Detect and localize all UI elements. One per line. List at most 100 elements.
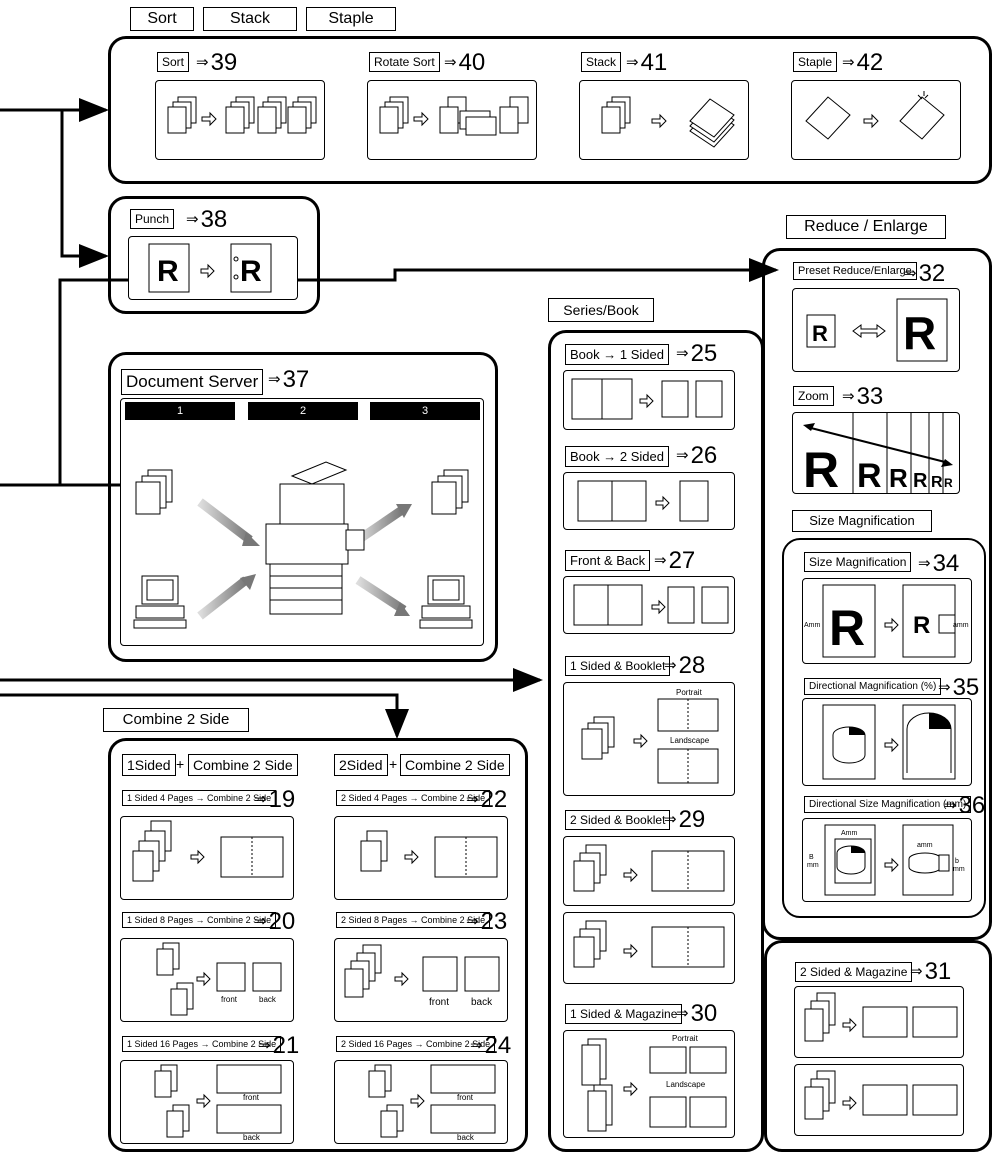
r-size-before: R [829, 600, 865, 656]
dir-size-mag-ref: ⇒36 [944, 792, 986, 819]
document-server-label: Document Server [121, 369, 264, 395]
combine-2-side-header-left: Combine 2 Side [188, 754, 298, 776]
1-sided-16-pages-illustration [154, 1064, 282, 1138]
amm-right: amm [953, 622, 969, 629]
1-sided-16-pages-panel: front back [120, 1060, 294, 1144]
size-mag-ref: ⇒34 [918, 550, 960, 577]
combine-2-side-header-right: Combine 2 Side [400, 754, 510, 776]
size-magnification-label: Size Magnification [804, 552, 912, 572]
1sided-header: 1Sided [122, 754, 176, 776]
document-server-group [108, 352, 498, 662]
r-zoom-3: R [889, 463, 908, 493]
2-sided-4-pages-panel [334, 816, 508, 900]
punch-label: Punch [130, 209, 175, 229]
book-1-sided-illustration [571, 378, 723, 420]
front-label-16: front [243, 1093, 260, 1102]
punch-panel: R R [128, 236, 298, 300]
2-sided-booklet-label: 2 Sided & Booklet [565, 810, 671, 830]
2-sided-magazine-illustration-b [804, 1070, 958, 1120]
rotate-sort-ref: ⇒40 [444, 49, 486, 76]
1-sided-booklet-label: 1 Sided & Booklet [565, 656, 671, 676]
dim-a: amm [917, 842, 933, 849]
sort-stack-staple-group [108, 36, 992, 184]
1-sided-magazine-label: 1 Sided & Magazine [565, 1004, 683, 1024]
back-label-8: back [259, 995, 276, 1004]
magazine-landscape-label: Landscape [666, 1080, 706, 1089]
ref-21: ⇒21 [258, 1032, 300, 1059]
2-sided-magazine-panel-a [794, 986, 964, 1058]
book-1-sided-label: Book → 1 Sided [565, 344, 669, 365]
preset-illustration: R R [806, 298, 948, 362]
2-sided-booklet-panel-b [563, 912, 735, 984]
tab-stack: Stack [203, 7, 297, 31]
dim-A: Amm [841, 830, 858, 837]
sort-ref: ⇒39 [196, 49, 238, 76]
2-sided-8-pages-panel: front back [334, 938, 508, 1022]
1-sided-16-pages-label: 1 Sided 16 Pages → Combine 2 Side [122, 1036, 282, 1052]
svg-text:mm: mm [807, 862, 819, 869]
staple-illustration [805, 91, 945, 140]
dir-mag-illustration [822, 704, 956, 780]
front-back-label: Front & Back [565, 550, 651, 571]
1-sided-magazine-panel: Portrait Landscape [563, 1030, 735, 1138]
plus-left: + [176, 756, 185, 772]
combine-2-side-group [108, 738, 528, 1152]
1-sided-8-pages-label: 1 Sided 8 Pages → Combine 2 Side [122, 912, 277, 928]
dir-mag-panel [802, 698, 972, 786]
staple-ref: ⇒42 [842, 49, 884, 76]
1-sided-4-pages-illustration [132, 820, 284, 882]
2-sided-magazine-label: 2 Sided & Magazine [795, 962, 913, 982]
book-2-sided-panel [563, 472, 735, 530]
dim-B: B [809, 854, 814, 861]
dir-mag-ref: ⇒35 [938, 674, 980, 701]
dir-size-mag-illustration: Amm B mm amm b mm [807, 824, 965, 896]
zoom-illustration: R R R R R R [803, 413, 953, 498]
2-sided-booklet-panel-a [563, 836, 735, 906]
size-mag-panel: Amm R R amm [802, 578, 972, 664]
r-zoom-1: R [803, 442, 839, 493]
stack-panel [579, 80, 749, 160]
r-letter-after: R [240, 255, 262, 288]
staple-panel [791, 80, 961, 160]
tab-series-book: Series/Book [548, 298, 654, 322]
svg-text:mm: mm [953, 866, 965, 873]
r-zoom-2: R [857, 457, 882, 493]
r-letter-before: R [157, 255, 179, 288]
size-mag-illustration: Amm R R amm [804, 584, 969, 658]
2-sided-16-pages-illustration [368, 1064, 496, 1138]
r-zoom-4: R [913, 470, 928, 492]
plus-right: + [389, 756, 398, 772]
zoom-label: Zoom [793, 386, 834, 406]
tab-staple: Staple [306, 7, 396, 31]
book-2-sided-ref: ⇒26 [676, 442, 718, 469]
series-book-group [548, 330, 764, 1152]
punch-illustration: R R [148, 243, 272, 293]
1-sided-booklet-illustration: Portrait Landscape [581, 688, 719, 784]
sort-panel [155, 80, 325, 160]
1-sided-booklet-panel: Portrait Landscape [563, 682, 735, 796]
front-label-8: front [221, 995, 238, 1004]
2sided-header: 2Sided [334, 754, 388, 776]
portrait-label: Portrait [676, 688, 703, 697]
ref-22: ⇒22 [466, 786, 508, 813]
ref-23: ⇒23 [466, 908, 508, 935]
stack-illustration [601, 96, 735, 148]
rotate-sort-illustration [379, 96, 529, 136]
preset-panel: R R [792, 288, 960, 372]
front-label-16b: front [457, 1093, 474, 1102]
book-2-sided-illustration [577, 480, 709, 522]
1-sided-4-pages-label: 1 Sided 4 Pages → Combine 2 Side [122, 790, 277, 806]
1-sided-magazine-ref: ⇒30 [676, 1000, 718, 1027]
rotate-sort-label: Rotate Sort [369, 52, 440, 72]
column-1-header: 1 [125, 402, 235, 420]
1-sided-magazine-illustration: Portrait Landscape [581, 1034, 727, 1132]
landscape-label: Landscape [670, 736, 710, 745]
book-1-sided-panel [563, 370, 735, 430]
preset-ref: ⇒32 [904, 260, 946, 287]
punch-ref: ⇒38 [186, 206, 228, 233]
sort-label: Sort [157, 52, 190, 72]
magazine-portrait-label: Portrait [672, 1034, 699, 1043]
sort-illustration [167, 96, 317, 134]
document-server-illustration [133, 461, 473, 629]
